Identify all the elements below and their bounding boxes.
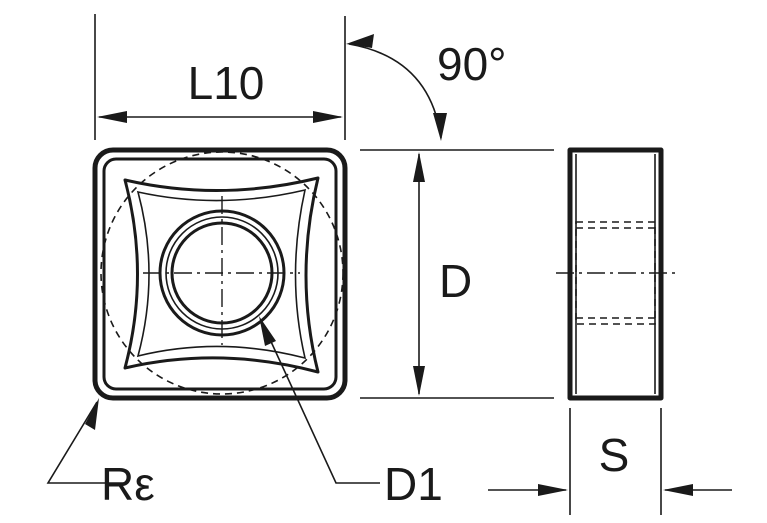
d-label: D [439,255,472,307]
d1-arrow [259,316,276,346]
s-arrow-right [663,484,693,496]
s-dimension: S [488,408,732,515]
insert-side-view [556,147,680,401]
d1-label: D1 [384,458,443,510]
insert-outer-outline [92,147,348,401]
l10-arrow-left [97,111,127,123]
d1-callout: D1 [259,316,443,510]
r-epsilon-callout: Rε [46,398,155,510]
r-epsilon-leader [46,401,127,484]
r-epsilon-arrow [85,398,99,430]
angle-arrow-top [346,34,374,48]
angle-arrow-bottom [433,113,447,141]
chipbreaker-inner-line [136,188,307,360]
chipbreaker-outline [123,176,320,374]
d-arrow-top [413,152,425,182]
l10-label: L10 [188,57,265,109]
l10-arrow-right [313,111,343,123]
s-arrow-left [538,484,568,496]
d-dimension: D [360,149,554,399]
inscribed-circle [100,151,344,395]
r-epsilon-label: Rε [101,458,155,510]
side-outline [567,147,664,401]
angle-dimension: 90° [346,34,507,141]
angle-arc [348,43,442,139]
insert-edge-band [102,157,338,391]
d-arrow-bottom [413,366,425,396]
insert-front-view [92,147,348,401]
l10-dimension: L10 [94,14,346,140]
d1-leader [261,321,380,484]
angle-label: 90° [437,38,507,90]
hidden-hole [575,221,656,325]
s-label: S [599,429,630,481]
